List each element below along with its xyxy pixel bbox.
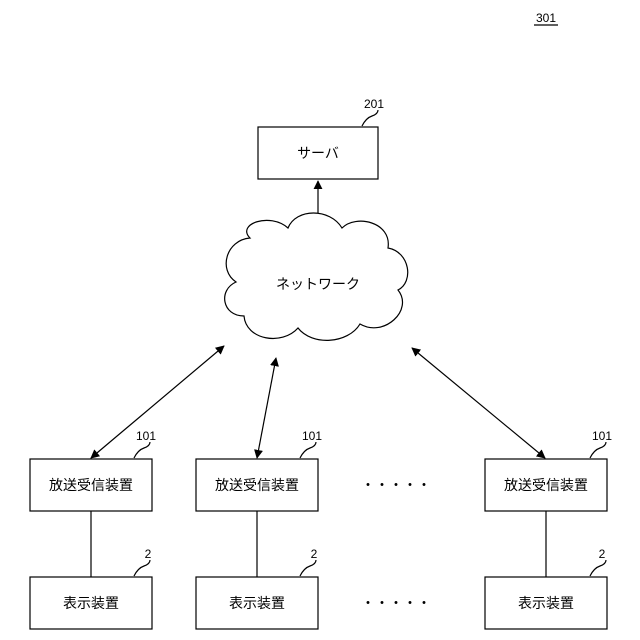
receiver-ref-leader [300,442,316,458]
receiver-node-2: 放送受信装置 101 [196,429,322,511]
display-ref-leader [300,560,316,576]
display-label: 表示装置 [63,596,119,612]
server-ref: 201 [364,97,384,111]
display-ref-leader [590,560,606,576]
network-label: ネットワーク [276,277,360,293]
display-ref: 2 [599,547,606,561]
receiver-ref: 101 [136,429,156,443]
receiver-ref-leader [590,442,606,458]
display-ref-leader [134,560,150,576]
displays-ellipsis: ・・・・・ [361,596,431,612]
display-label: 表示装置 [229,596,285,612]
receiver-label: 放送受信装置 [504,478,588,494]
server-ref-leader [362,110,378,126]
server-node: サーバ 201 [258,97,384,179]
receiver-node-3: 放送受信装置 101 [485,429,612,511]
figure-number: 301 [536,11,556,25]
receiver-ref: 101 [302,429,322,443]
network-receiver-1-arrow [91,346,224,458]
receiver-ref: 101 [592,429,612,443]
display-ref: 2 [145,547,152,561]
receivers-ellipsis: ・・・・・ [361,478,431,494]
server-label: サーバ [297,146,339,162]
display-label: 表示装置 [518,596,574,612]
receiver-node-1: 放送受信装置 101 [30,429,156,511]
network-receiver-3-arrow [412,348,545,458]
display-ref: 2 [311,547,318,561]
network-cloud: ネットワーク [225,213,408,340]
network-receiver-2-arrow [257,358,276,458]
receiver-label: 放送受信装置 [215,478,299,494]
receiver-label: 放送受信装置 [49,478,133,494]
receiver-ref-leader [134,442,150,458]
